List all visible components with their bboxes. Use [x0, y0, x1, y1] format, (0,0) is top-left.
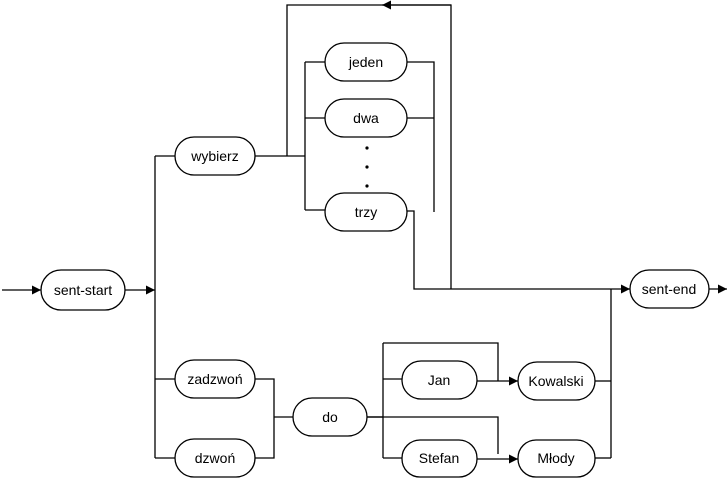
node-label: sent-start: [54, 282, 112, 298]
node-label: dwa: [353, 110, 379, 126]
node-dzwon: dzwoń: [174, 438, 256, 478]
connectors: [2, 0, 727, 464]
node-stefan: Stefan: [401, 439, 478, 478]
node-label: Stefan: [419, 450, 459, 466]
node-label: jeden: [348, 54, 383, 70]
node-label: dzwoń: [195, 450, 235, 466]
node-zadzwon: zadzwoń: [174, 359, 256, 399]
node-label: Jan: [428, 372, 451, 388]
loop-back-line: [286, 4, 452, 289]
ellipsis-dots: [365, 146, 369, 188]
node-label: wybierz: [190, 148, 238, 164]
node-trzy: trzy: [324, 192, 408, 232]
node-wybierz: wybierz: [174, 136, 256, 176]
node-label: sent-end: [642, 281, 696, 297]
node-label: do: [322, 409, 338, 425]
node-jan: Jan: [401, 360, 478, 400]
node-label: Młody: [537, 450, 574, 466]
node-sent-start: sent-start: [40, 269, 126, 311]
node-label: zadzwoń: [187, 371, 242, 387]
node-label: Kowalski: [528, 373, 583, 389]
node-label: trzy: [355, 204, 378, 220]
node-dwa: dwa: [324, 98, 408, 138]
node-jeden: jeden: [324, 42, 408, 82]
node-do: do: [292, 397, 368, 437]
node-mlody: Młody: [517, 439, 596, 478]
node-sent-end: sent-end: [629, 269, 710, 309]
trzy-to-end-line: [407, 210, 611, 290]
node-kowalski: Kowalski: [517, 361, 596, 401]
